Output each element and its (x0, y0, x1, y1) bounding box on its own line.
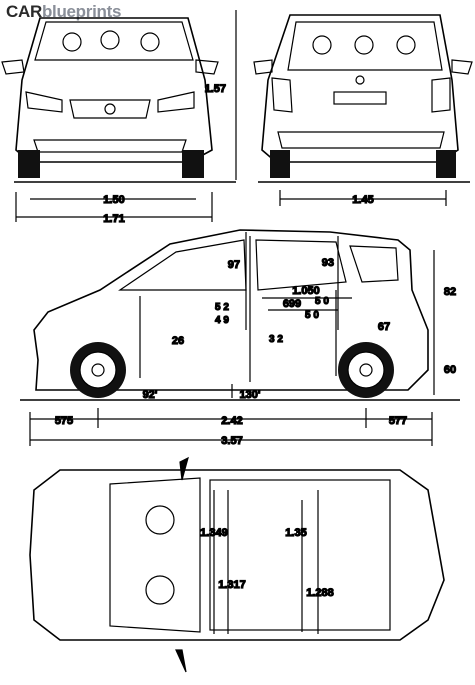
top-front-seat-lower (145, 575, 175, 605)
interior-length-label: 1.050 (292, 285, 320, 297)
rear-shoulder-label: 1.35 (285, 527, 306, 539)
side-front-rim (79, 351, 117, 389)
front-wheel-right (182, 150, 204, 178)
side-rear-rim (347, 351, 385, 389)
side-body-outline (33, 229, 429, 391)
ground-clearance-label: 130' (240, 389, 261, 401)
rear-wheel-left (270, 150, 290, 178)
side-quarter-window (349, 245, 399, 283)
rear-mirror-right (451, 59, 473, 75)
rear-door-height-label: 93 (322, 257, 334, 269)
front-mirror-left (1, 59, 25, 75)
rear-opening-label: 67 (378, 321, 390, 333)
front-headlight-left (25, 91, 63, 113)
front-seat-height-label: 26 (172, 335, 184, 347)
top-windshield-area (109, 477, 201, 633)
side-front-window (118, 239, 247, 291)
top-view (29, 456, 445, 673)
carblueprints-logo: CARblueprints (6, 2, 121, 22)
rear-seat-depth-label: 699 (283, 298, 301, 310)
rear-star-emblem (355, 75, 365, 85)
rear-headrest-center (354, 35, 374, 55)
top-mirror-lower (175, 649, 187, 673)
seat-mark-label-5: 3 2 (269, 334, 283, 345)
overall-length-label: 3.57 (221, 435, 242, 447)
rear-view (253, 14, 473, 206)
front-shoulder-label: 1.349 (200, 527, 228, 539)
front-wheel-left (18, 150, 40, 178)
front-headlight-right (157, 91, 195, 113)
front-grille (69, 99, 151, 119)
rear-taillight-right (431, 77, 451, 113)
front-overall-width-label: 1.71 (103, 213, 124, 225)
top-body-outline (29, 469, 445, 641)
seat-mark-label-2: 4 9 (215, 315, 229, 326)
front-windshield (34, 21, 194, 61)
front-hip-label: 1.317 (218, 579, 246, 591)
rear-bumper (277, 131, 445, 149)
front-star-emblem (104, 103, 116, 115)
side-rear-hub (359, 363, 373, 377)
rear-mirror-left (253, 59, 273, 75)
rear-height-label: 82 (444, 286, 456, 298)
side-view (20, 229, 460, 446)
seat-mark-label-1: 5 2 (215, 302, 229, 313)
front-door-height-label: 97 (228, 259, 240, 271)
front-seat-left (62, 32, 82, 52)
rear-hip-label: 1.288 (306, 587, 334, 599)
wheelbase-label: 2.42 (221, 415, 242, 427)
rear-overhang-label: 577 (389, 415, 407, 427)
rear-taillight-left (271, 77, 293, 113)
seat-mark-label-4: 5 0 (315, 296, 329, 307)
rear-lower-label: 60 (444, 364, 456, 376)
front-angle-label: 92' (143, 389, 158, 401)
top-roof (209, 479, 391, 631)
front-bumper-intake (33, 139, 187, 153)
front-track-label: 1.50 (103, 194, 124, 206)
front-seat-center (100, 30, 120, 50)
side-front-hub (91, 363, 105, 377)
rear-plate (333, 91, 387, 105)
front-seat-right (140, 32, 160, 52)
rear-track-label: 1.45 (352, 194, 373, 206)
seat-mark-label-3: 5 0 (305, 310, 319, 321)
top-front-seat-upper (145, 505, 175, 535)
rear-headrest-right (396, 35, 416, 55)
logo-blueprints-text: blueprints (41, 2, 122, 21)
rear-headrest-left (312, 35, 332, 55)
front-view (1, 10, 237, 222)
front-height-label: 1.57 (205, 83, 226, 95)
top-mirror-upper (179, 456, 189, 481)
front-overhang-label: 575 (55, 415, 73, 427)
rear-wheel-right (436, 150, 456, 178)
side-rear-window (255, 239, 347, 291)
rear-window (287, 21, 443, 71)
front-mirror-right (195, 59, 219, 75)
logo-car-text: CAR (6, 2, 42, 21)
